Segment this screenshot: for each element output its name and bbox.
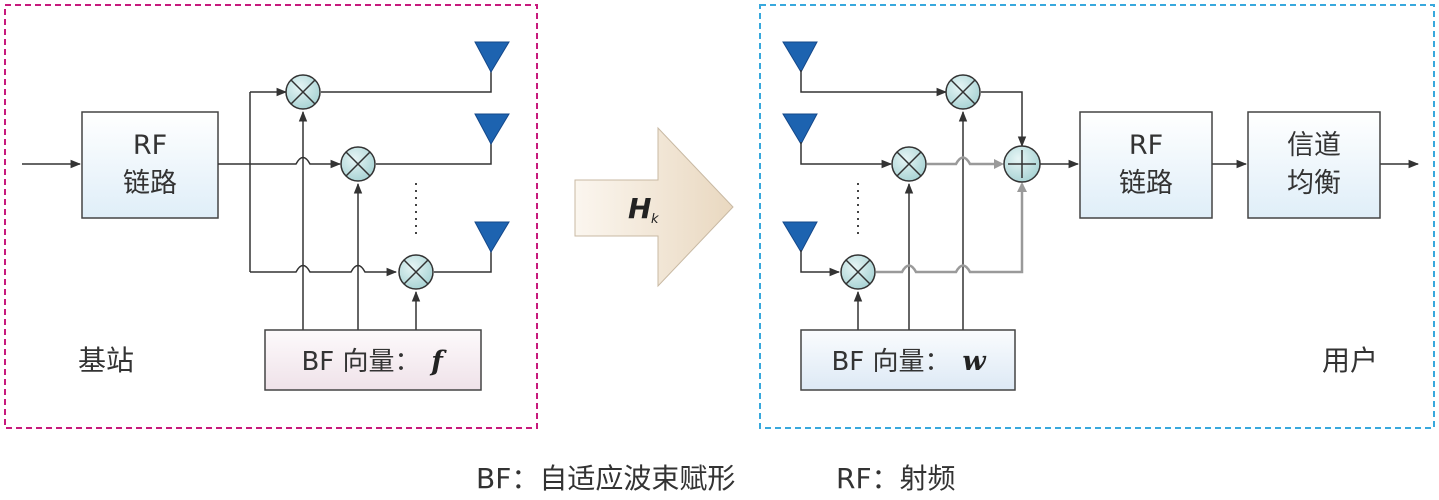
- user-bf-vector-label: BF 向量：: [831, 347, 950, 377]
- equalizer-line1: 信道: [1287, 130, 1341, 161]
- user-frame: [759, 4, 1435, 429]
- user-antenna-icon: [782, 113, 818, 146]
- base-mixer: [340, 146, 376, 182]
- user-rf-line1: RF: [1129, 130, 1163, 161]
- base-station-frame: [4, 4, 538, 429]
- legend-rf: RF：射频: [836, 462, 956, 495]
- channel-symbol: H: [628, 192, 651, 225]
- user-label: 用户: [1322, 344, 1378, 377]
- base-station-panel: RF 链路: [4, 4, 538, 429]
- user-antenna-icon: [782, 221, 818, 254]
- user-rf-chain-box: RF 链路: [1079, 111, 1213, 219]
- user-rf-line2: 链路: [1119, 168, 1173, 199]
- user-mixer: [840, 254, 876, 290]
- base-rf-line1: RF: [133, 130, 167, 161]
- base-bf-vector-box: BF 向量： f: [264, 329, 482, 391]
- legend-bf: BF：自适应波束赋形: [476, 462, 735, 495]
- base-antenna-icon: [474, 113, 510, 146]
- user-mixer: [891, 146, 927, 182]
- base-antenna-icon: [474, 221, 510, 254]
- channel-equalizer-box: 信道 均衡: [1247, 111, 1381, 219]
- user-combine-arrowhead: [1017, 182, 1027, 192]
- equalizer-line2: 均衡: [1287, 168, 1341, 199]
- user-bf-vector-box: BF 向量： w: [800, 329, 1016, 391]
- channel-subscript: k: [651, 212, 659, 227]
- base-bf-vector-label: BF 向量：: [301, 347, 420, 377]
- user-panel: RF 链路 信道 均衡 BF 向量： w 用户: [759, 4, 1435, 429]
- user-signal-lines: [800, 70, 1420, 330]
- legend: BF：自适应波束赋形 RF：射频: [476, 462, 956, 495]
- base-mixer: [285, 74, 321, 110]
- user-combine-lines: [876, 156, 1024, 274]
- user-combine-arrowhead: [994, 159, 1004, 169]
- base-rf-chain-box: RF 链路: [81, 111, 219, 219]
- channel-arrow: H k: [574, 126, 734, 288]
- user-antenna-icon: [782, 41, 818, 74]
- base-bf-vector-symbol: f: [429, 346, 447, 377]
- user-mixer: [945, 74, 981, 110]
- base-station-label: 基站: [78, 344, 134, 377]
- base-rf-line2: 链路: [123, 168, 177, 199]
- user-summer: [1003, 145, 1041, 183]
- user-bf-vector-symbol: w: [962, 346, 987, 377]
- base-mixer: [398, 254, 434, 290]
- base-antenna-icon: [474, 41, 510, 74]
- base-feed-lines: [218, 70, 492, 330]
